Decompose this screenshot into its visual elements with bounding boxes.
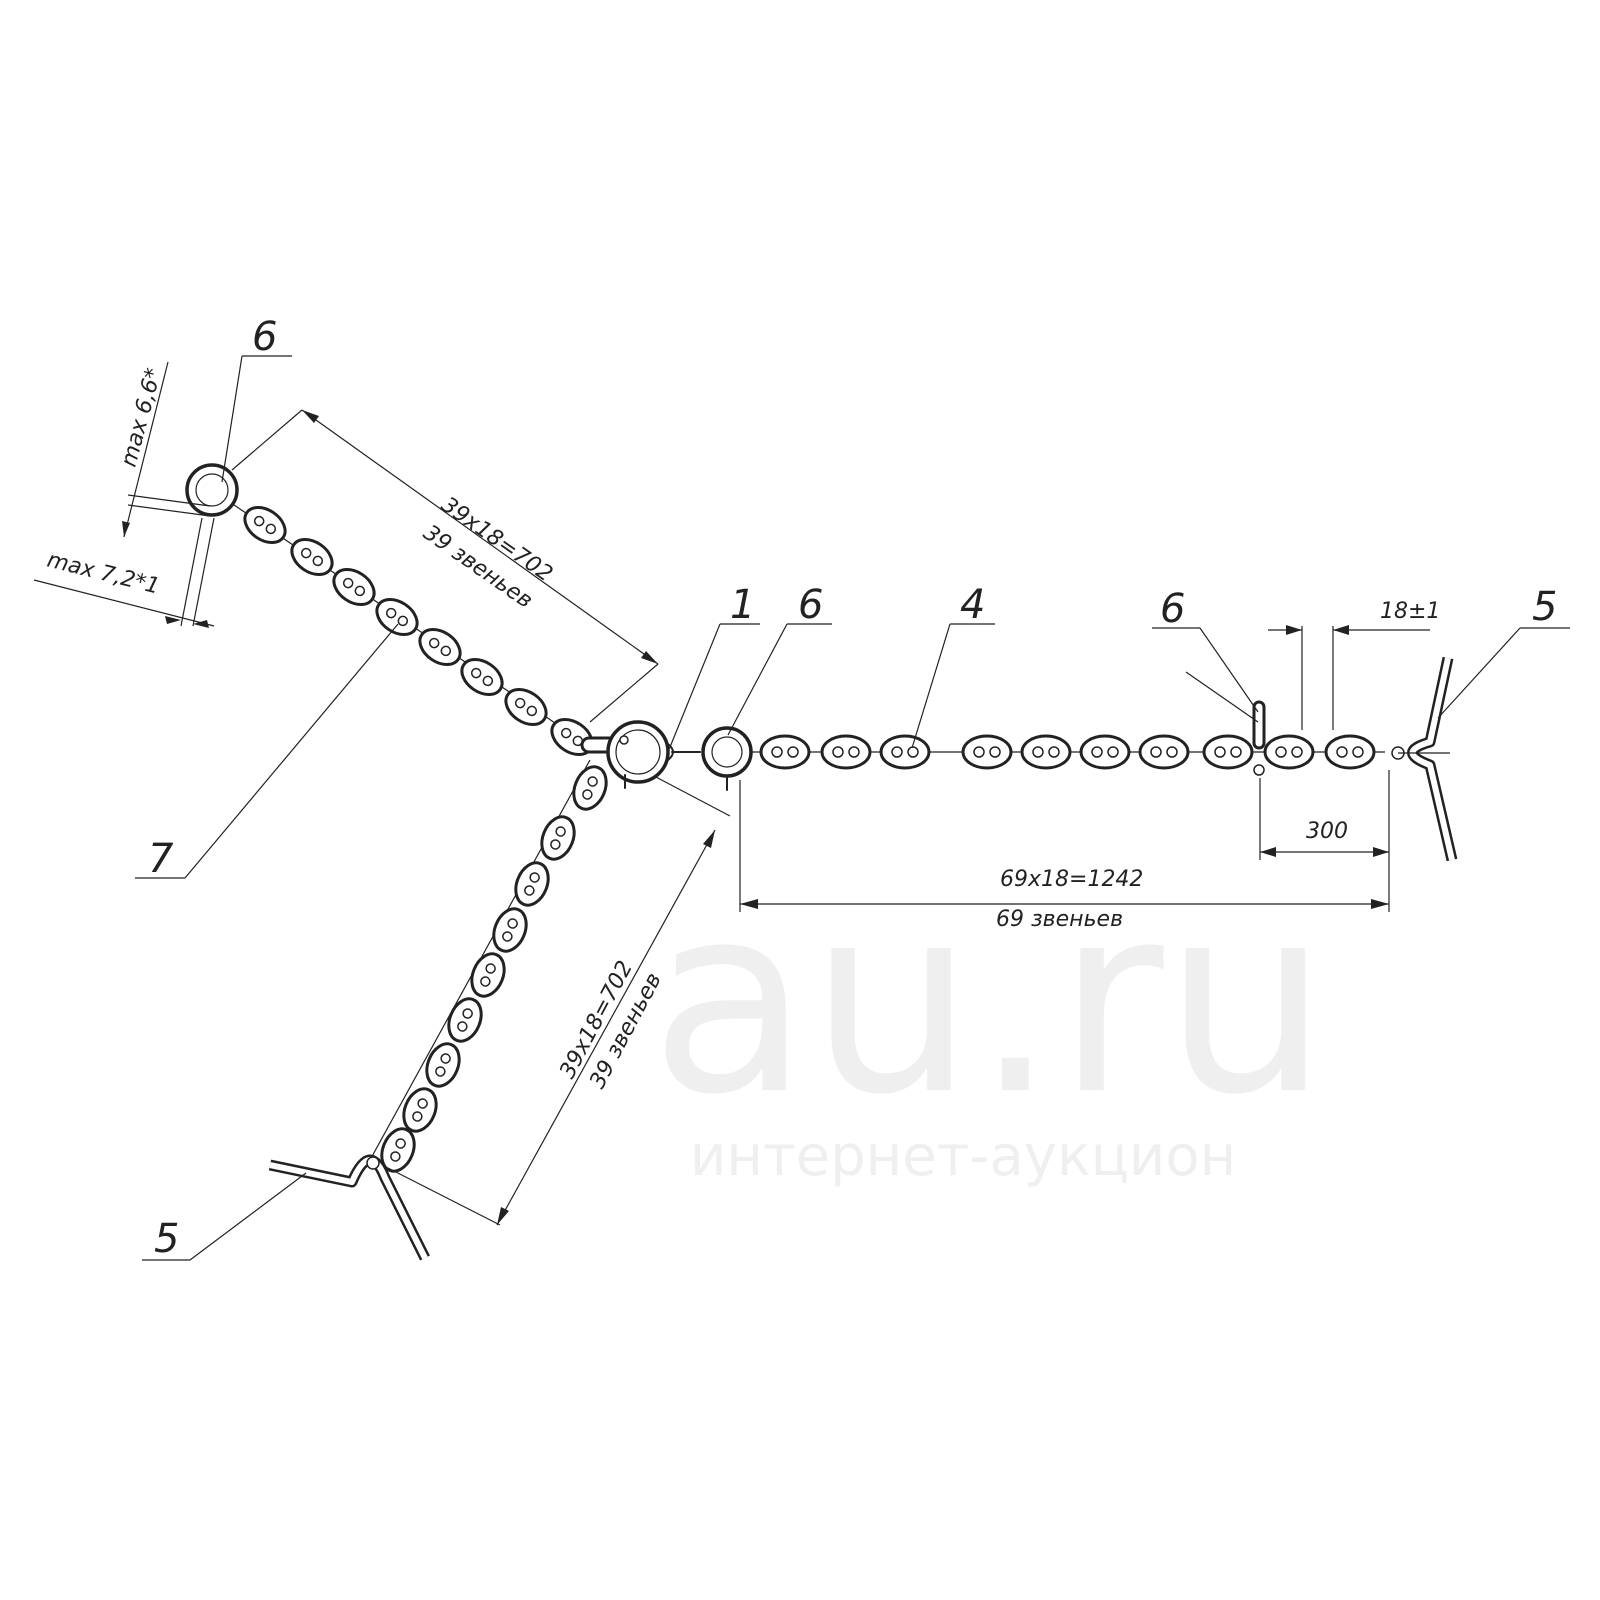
upper-branch-dim-line: [301, 409, 659, 665]
main-chain: [752, 656, 1458, 862]
lower-left-branch: [268, 759, 608, 1261]
rod-eye: [366, 1156, 380, 1170]
junction-pin: [619, 735, 629, 745]
callout-rod-bottom: 5: [154, 1216, 179, 1262]
chain-link: [572, 765, 608, 811]
chain-link: [820, 734, 872, 770]
chain-link: [504, 688, 548, 726]
chain-link: [759, 734, 811, 770]
chain-link: [418, 628, 462, 666]
chain-link: [243, 506, 287, 544]
chain-link: [332, 568, 376, 606]
chain-link: [402, 1087, 438, 1133]
pitch: 18±1: [1380, 599, 1440, 624]
callout-hook: 1: [730, 582, 755, 628]
bottom-rod: [268, 1154, 430, 1261]
callout-rod-right: 5: [1532, 584, 1557, 630]
chain-link: [492, 907, 528, 953]
chain-link: [1020, 734, 1072, 770]
upper-branch-links: [243, 506, 594, 756]
junction: [580, 720, 753, 791]
chain-link: [380, 1127, 416, 1173]
pin-eye: [1253, 764, 1265, 776]
chain-link: [1079, 734, 1131, 770]
watermark-brand: au.ru: [650, 850, 1328, 1152]
main-chain-links: [759, 734, 1376, 770]
ring-max-thickness: max 7,2*1: [45, 548, 163, 600]
watermark-tagline: интернет-аукцион: [690, 1124, 1236, 1189]
callouts: 6 1 6 4 6 5 7 5: [135, 314, 1570, 1262]
chain-link: [460, 658, 504, 696]
chain-link: [1324, 734, 1376, 770]
chain-link: [540, 815, 576, 861]
end-length: 300: [1306, 819, 1348, 844]
callout-pin: 6: [1160, 586, 1185, 632]
chain-link: [470, 952, 506, 998]
center-ring-inner: [711, 736, 743, 768]
chain-link: [290, 538, 334, 576]
chain-link: [1263, 734, 1315, 770]
main-links-count: 69 звеньев: [996, 907, 1123, 932]
top-left-ring-inner: [195, 473, 229, 507]
center-ring: [701, 726, 753, 778]
upper-left-branch: [185, 463, 594, 756]
main-length: 69x18=1242: [1000, 867, 1143, 892]
junction-ring: [606, 720, 670, 784]
chain-link: [1202, 734, 1254, 770]
chain-link: [1138, 734, 1190, 770]
chain-link: [961, 734, 1013, 770]
chain-link: [425, 1042, 461, 1088]
chain-link: [514, 861, 550, 907]
top-left-ring: [185, 463, 239, 517]
right-rod: [1391, 656, 1458, 862]
ring-max-diameter: max 6,6*: [117, 366, 167, 470]
pin-body: [1252, 700, 1266, 750]
callout-ring-top-left: 6: [252, 314, 277, 360]
pin: [1252, 700, 1266, 776]
chain-link: [879, 734, 931, 770]
watermark: au.ru интернет-аукцион: [650, 850, 1328, 1189]
callout-chain-left: 7: [148, 836, 174, 882]
chain-link: [447, 997, 483, 1043]
lower-branch-links: [380, 765, 608, 1173]
chain-link: [375, 598, 419, 636]
callout-chain-main: 4: [960, 582, 985, 628]
lower-branch-dim-line: [496, 829, 716, 1226]
junction-ring-inner: [615, 729, 661, 775]
callout-ring-center: 6: [798, 582, 823, 628]
